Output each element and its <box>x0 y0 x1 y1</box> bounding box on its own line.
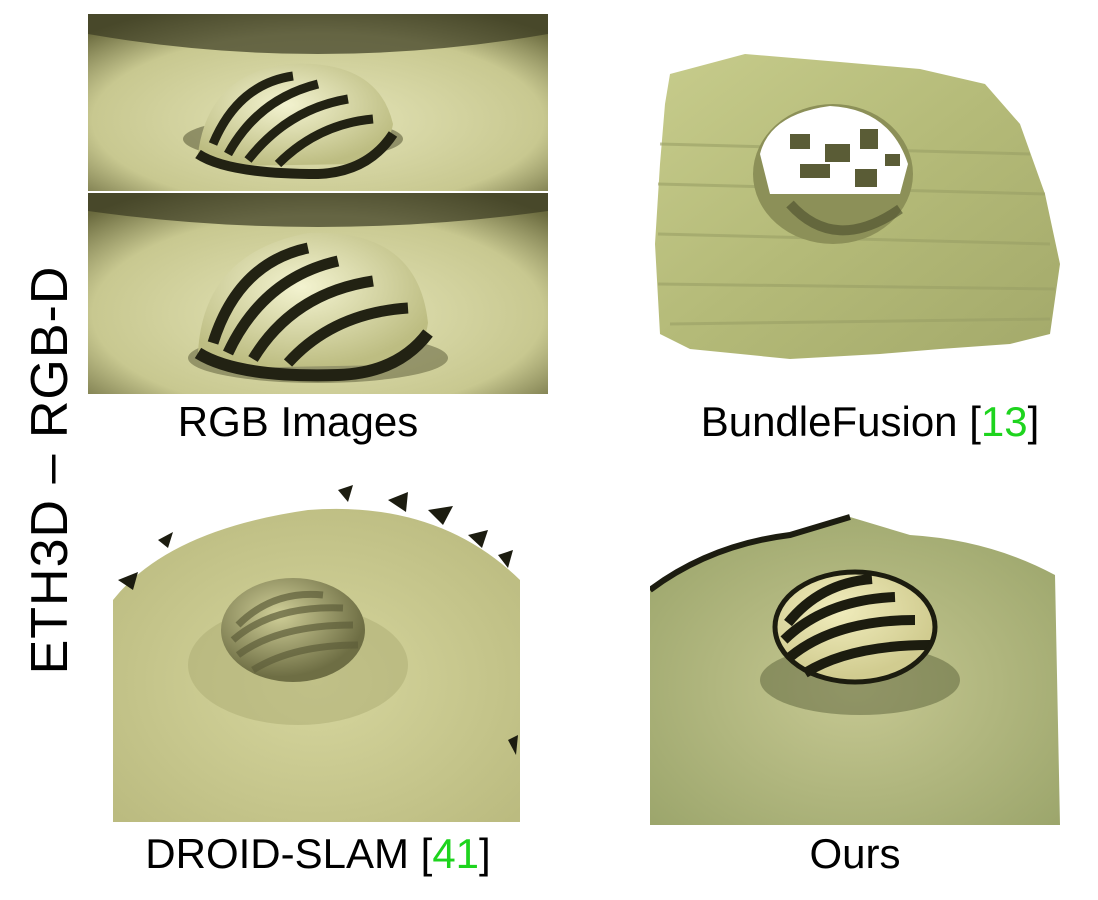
caption-bracket: ] <box>1027 398 1040 445</box>
caption-text: Ours <box>809 830 901 877</box>
ours-reconstruction <box>650 514 1060 825</box>
citation-link[interactable]: 13 <box>980 398 1028 445</box>
caption-bundlefusion: BundleFusion [13] <box>640 398 1098 446</box>
rgb-image-bottom <box>88 193 548 394</box>
ours-panel <box>650 505 1060 825</box>
droid-slam-reconstruction <box>113 485 520 822</box>
row-label: ETH3D – RGB-D <box>21 0 79 900</box>
caption-rgb-images: RGB Images <box>88 398 508 446</box>
rgb-images-figure <box>88 14 548 394</box>
caption-bracket: ] <box>479 830 491 877</box>
caption-text: DROID-SLAM [ <box>145 830 433 877</box>
bundlefusion-reconstruction <box>655 54 1060 359</box>
rgb-image-top <box>88 14 548 191</box>
caption-droid-slam: DROID-SLAM [41] <box>88 830 548 878</box>
caption-ours: Ours <box>650 830 1060 878</box>
citation-link[interactable]: 41 <box>432 830 480 877</box>
rgb-images-panel <box>88 14 548 394</box>
row-label-text: ETH3D – RGB-D <box>21 265 79 675</box>
bundlefusion-panel <box>650 44 1070 364</box>
caption-text: RGB Images <box>177 398 419 445</box>
droid-slam-panel <box>108 480 526 822</box>
caption-text: BundleFusion [ <box>700 398 981 445</box>
